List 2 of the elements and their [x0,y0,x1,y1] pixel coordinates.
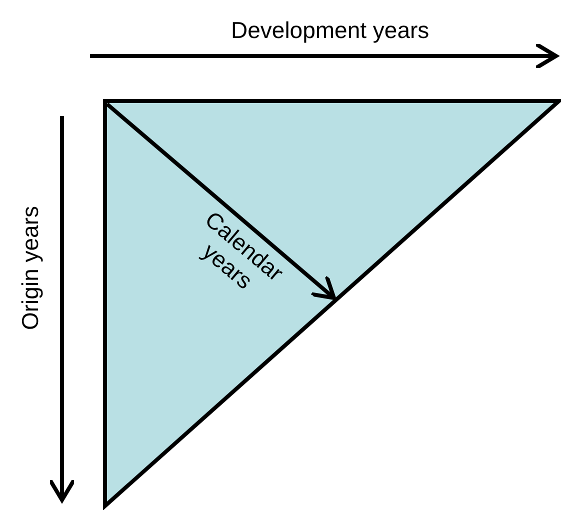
axis-label: Development years [231,17,430,43]
axis-label: Origin years [17,206,43,330]
